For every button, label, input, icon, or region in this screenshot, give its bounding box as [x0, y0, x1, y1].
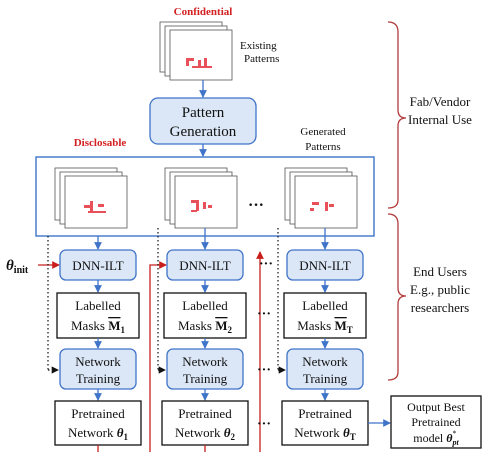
- training-label-2a: Network: [182, 354, 228, 369]
- pretrained-network-box-1: [54, 400, 142, 446]
- generated-pattern-stack-1: [54, 167, 128, 229]
- theta-init-label: θinit: [6, 258, 29, 276]
- end-users-label-2: E.g., public: [410, 282, 470, 297]
- arrow-theta1-to-column2: [149, 261, 167, 452]
- column-t: DNN-ILT Labelled Masks MT Network Traini…: [277, 228, 391, 446]
- output-best-model-box: [390, 395, 482, 449]
- pretrained-label-2a: Pretrained: [178, 406, 232, 421]
- existing-pattern-shapes: [186, 58, 212, 68]
- labelled-masks-box-2: [163, 292, 247, 339]
- dnn-ilt-label-t: DNN-ILT: [299, 258, 351, 273]
- ellipsis-masks: ···: [257, 307, 271, 322]
- labelled-masks-box-1: [56, 292, 140, 339]
- pretrained-label-1b: Network θ1: [68, 425, 129, 442]
- column-2: DNN-ILT Labelled Masks M2 Network Traini…: [157, 228, 249, 452]
- generated-patterns-label-2: Patterns: [305, 141, 340, 153]
- output-label-1: Output Best: [407, 400, 465, 414]
- disclosable-label: Disclosable: [74, 137, 127, 149]
- ellipsis-ilt: ···: [259, 257, 273, 272]
- output-label-3: model θ*pt: [413, 429, 459, 447]
- end-users-brace: [387, 213, 407, 381]
- generated-pattern-stack-2: [164, 167, 238, 229]
- fab-label-1: Fab/Vendor: [410, 94, 471, 109]
- training-label-1b: Training: [76, 371, 121, 386]
- fab-label-2: Internal Use: [408, 112, 472, 127]
- pretrained-network-box-2: [161, 400, 249, 446]
- masks-label-2b: Masks M2: [178, 318, 232, 335]
- generated-patterns-label-1: Generated: [300, 126, 346, 138]
- pattern-generation-label-1: Pattern: [182, 105, 225, 121]
- masks-label-1a: Labelled: [75, 298, 121, 313]
- fab-internal-brace: [387, 21, 407, 209]
- masks-label-ta: Labelled: [302, 298, 348, 313]
- generated-patterns-ellipsis: ···: [248, 197, 264, 214]
- masks-label-tb: Masks MT: [297, 318, 353, 335]
- masks-label-1b: Masks M1: [71, 318, 125, 335]
- column-1: DNN-ILT Labelled Masks M1 Network Traini…: [47, 236, 142, 452]
- existing-patterns-stack: [159, 21, 233, 81]
- existing-patterns-label-1: Existing: [240, 40, 277, 52]
- pretrained-label-2b: Network θ2: [175, 425, 236, 442]
- pretrained-label-tb: Network θT: [294, 425, 356, 442]
- output-label-2: Pretrained: [411, 415, 460, 429]
- end-users-label-3: researchers: [411, 300, 469, 315]
- ellipsis-pretrained: ···: [257, 417, 271, 432]
- masks-label-2a: Labelled: [182, 298, 228, 313]
- pretrained-label-ta: Pretrained: [298, 406, 352, 421]
- labelled-masks-box-t: [283, 292, 367, 339]
- dnn-ilt-label-1: DNN-ILT: [72, 258, 124, 273]
- training-label-tb: Training: [303, 371, 348, 386]
- training-label-1a: Network: [75, 354, 121, 369]
- ellipsis-training: ···: [257, 363, 271, 378]
- existing-patterns-label-2: Patterns: [244, 53, 279, 65]
- training-label-2b: Training: [183, 371, 228, 386]
- pattern-generation-label-2: Generation: [170, 124, 237, 140]
- confidential-label: Confidential: [174, 6, 233, 18]
- training-label-ta: Network: [302, 354, 348, 369]
- dnn-ilt-label-2: DNN-ILT: [179, 258, 231, 273]
- pretrained-network-box-t: [281, 400, 369, 446]
- end-users-label-1: End Users: [413, 264, 467, 279]
- pretrained-label-1a: Pretrained: [71, 406, 125, 421]
- generated-pattern-stack-3: [284, 167, 358, 229]
